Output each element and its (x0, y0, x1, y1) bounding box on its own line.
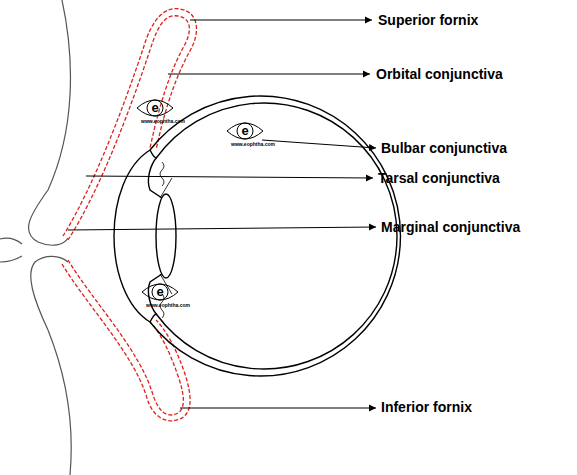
part-label: Orbital conjunctiva (376, 65, 503, 83)
watermark-logo-letter: e (148, 101, 162, 115)
part-label: Inferior fornix (381, 398, 472, 416)
watermark-text: www.eophtha.com (141, 118, 185, 124)
watermark-logo-letter: e (153, 285, 167, 299)
part-label: Superior fornix (378, 11, 478, 29)
watermark-text: www.eophtha.com (146, 302, 190, 308)
eyeball (114, 96, 400, 376)
leader-line (68, 20, 376, 408)
part-label: Bulbar conjunctiva (381, 139, 507, 157)
part-label: Tarsal conjunctiva (378, 169, 500, 187)
part-label: Marginal conjunctiva (381, 218, 520, 236)
watermark-logo (137, 100, 263, 300)
watermark-logo-letter: e (238, 124, 252, 138)
eyelid-outline (0, 0, 71, 475)
conjunctiva-outline (62, 9, 196, 421)
watermark-text: www.eophtha.com (231, 141, 275, 147)
